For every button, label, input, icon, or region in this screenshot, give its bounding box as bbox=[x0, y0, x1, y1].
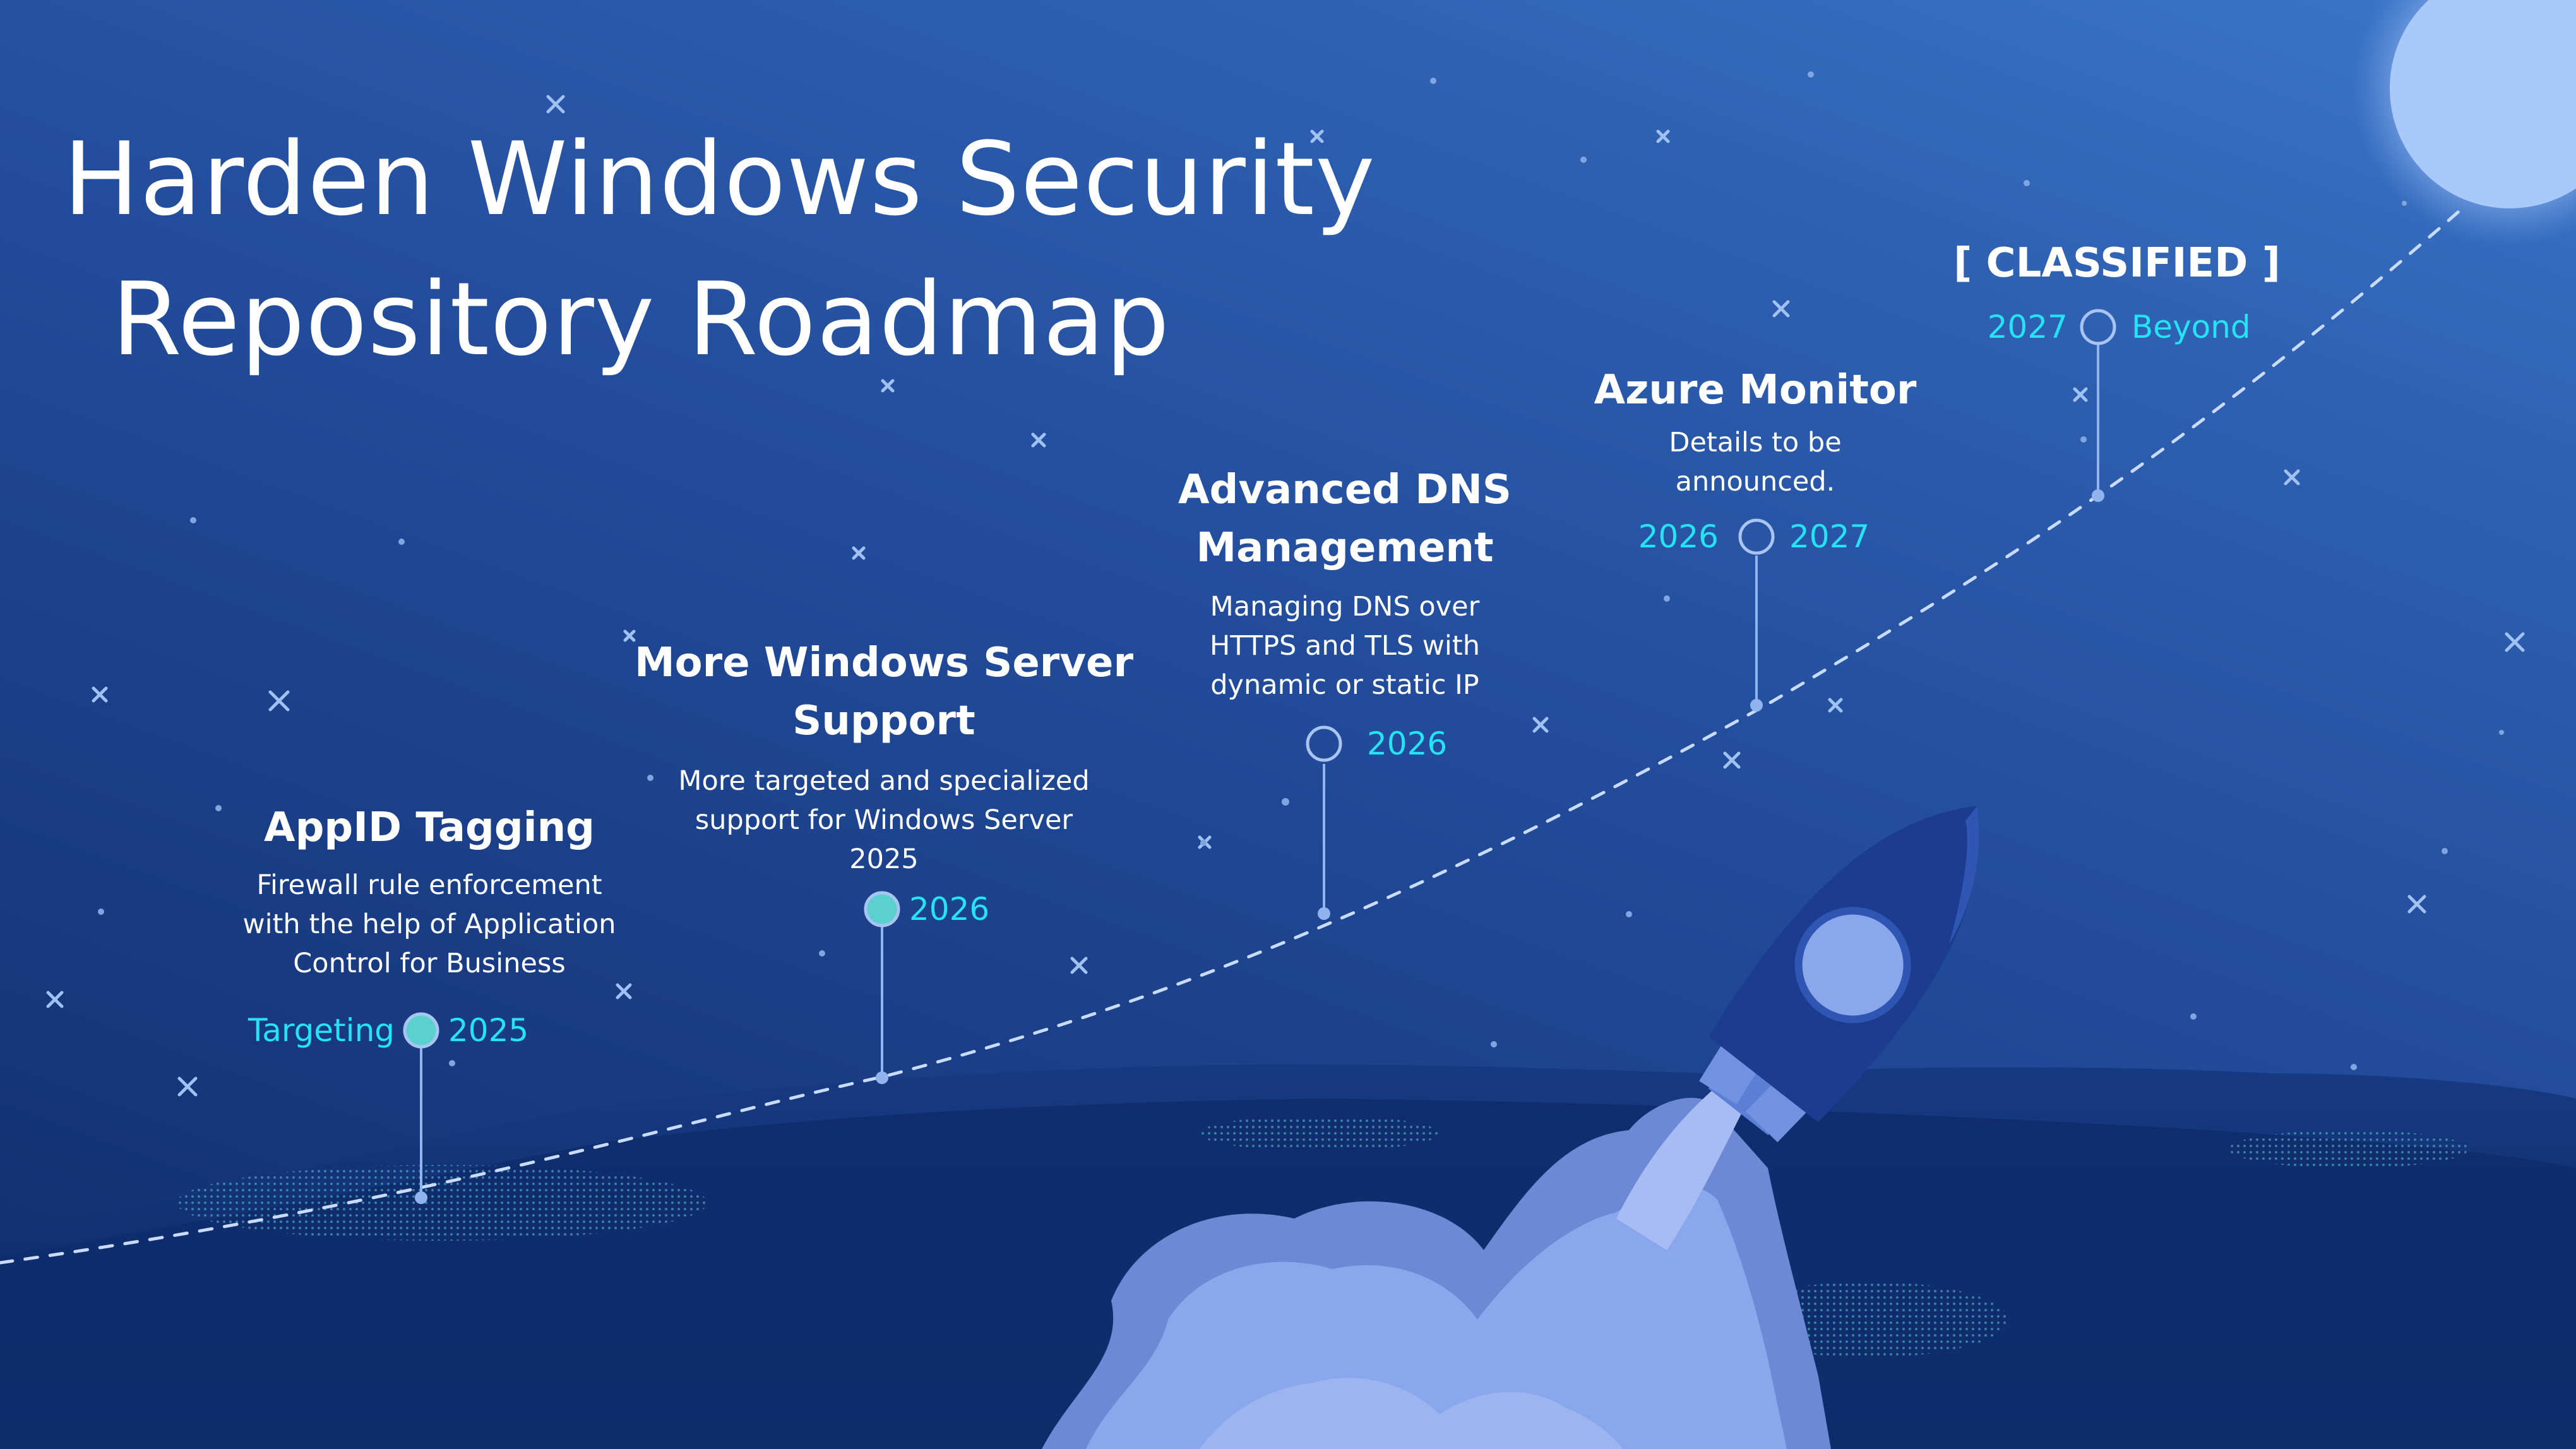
milestone-advanced-dns: Advanced DNS Management Managing DNS ove… bbox=[1092, 461, 1597, 705]
milestone-desc-line: Managing DNS over bbox=[1210, 591, 1480, 623]
milestone-desc-line: 2025 bbox=[849, 844, 919, 875]
milestone-desc-line: Firewall rule enforcement bbox=[256, 869, 602, 901]
title-line-2: Repository Roadmap bbox=[111, 260, 1171, 378]
moon-icon bbox=[2352, 0, 2576, 246]
milestone-desc-line: More targeted and specialized bbox=[678, 765, 1090, 797]
milestone-label-right: 2027 bbox=[1789, 518, 1870, 555]
milestone-desc-line: Details to be bbox=[1669, 427, 1842, 458]
milestone-title: AppID Tagging bbox=[264, 804, 595, 851]
milestone-desc-line: Control for Business bbox=[293, 948, 566, 979]
milestone-azure-monitor: Azure Monitor Details to be announced. bbox=[1566, 361, 1945, 501]
milestone-desc-line: support for Windows Server bbox=[695, 804, 1073, 836]
milestone-label-left: 2027 bbox=[1987, 309, 2068, 345]
milestone-label-right: 2026 bbox=[909, 891, 990, 927]
milestone-desc-line: HTTPS and TLS with bbox=[1210, 630, 1480, 662]
milestone-windows-server-support: More Windows Server Support More targete… bbox=[631, 634, 1136, 879]
star-icon bbox=[46, 95, 2525, 1097]
smoke-cloud-icon bbox=[1042, 1086, 1831, 1449]
rocket-icon bbox=[1699, 806, 1979, 1143]
milestone-label-left: 2026 bbox=[1638, 518, 1719, 555]
milestone-title: Azure Monitor bbox=[1594, 367, 1917, 414]
page-title: Harden Windows Security Repository Roadm… bbox=[63, 110, 1376, 388]
milestone-desc-line: dynamic or static IP bbox=[1210, 669, 1479, 701]
milestone-desc-line: announced. bbox=[1675, 466, 1835, 498]
milestone-label-right: Beyond bbox=[2132, 309, 2251, 345]
milestone-title-line: Management bbox=[1196, 525, 1494, 571]
title-line-1: Harden Windows Security bbox=[63, 120, 1376, 238]
milestone-appid-tagging: AppID Tagging Firewall rule enforcement … bbox=[208, 799, 650, 983]
milestone-label-right: 2026 bbox=[1367, 725, 1448, 762]
milestone-label-right: 2025 bbox=[448, 1012, 529, 1049]
milestone-label-left: Targeting bbox=[247, 1012, 395, 1049]
milestone-title-line: Support bbox=[792, 698, 975, 744]
timeline-marker bbox=[403, 309, 2116, 1049]
milestone-title-classified: [ CLASSIFIED ] bbox=[1953, 240, 2281, 287]
milestone-desc-line: with the help of Application bbox=[242, 909, 616, 940]
milestone-title-line: Advanced DNS bbox=[1178, 467, 1512, 513]
milestone-title-line: More Windows Server bbox=[634, 640, 1134, 686]
